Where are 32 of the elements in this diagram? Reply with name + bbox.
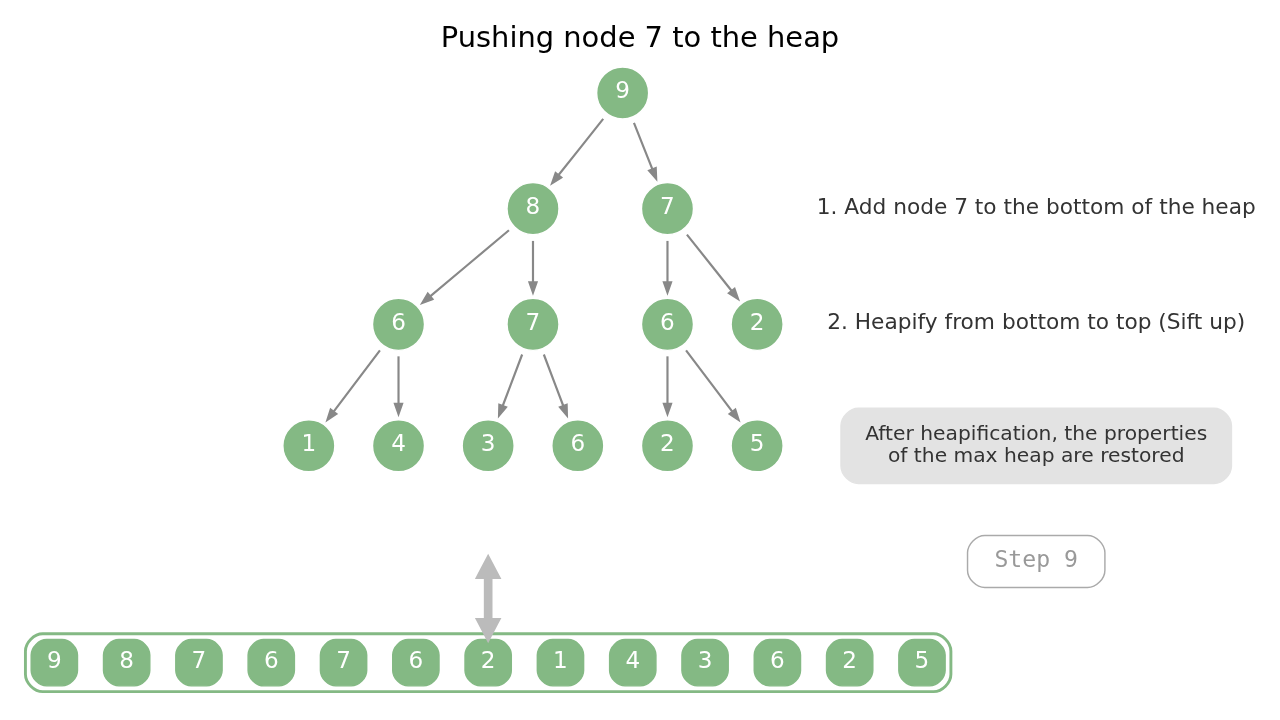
arrow bbox=[632, 122, 658, 182]
label: 1. Add node 7 to the bottom of the heap bbox=[816, 193, 1256, 219]
node-circle: 6 bbox=[371, 297, 426, 351]
arrow bbox=[325, 349, 381, 422]
node-circle: 5 bbox=[730, 418, 784, 473]
label: 2. Heapify from bottom to top (Sift up) bbox=[827, 308, 1246, 334]
arrow bbox=[662, 240, 673, 296]
node-circle: 2 bbox=[730, 297, 784, 351]
node-circle: 7 bbox=[640, 181, 695, 235]
arrow bbox=[497, 353, 524, 419]
arrow bbox=[550, 117, 605, 186]
cluster bbox=[24, 631, 953, 693]
arrow bbox=[393, 355, 404, 417]
arrow bbox=[685, 349, 741, 422]
node-circle: 7 bbox=[506, 297, 560, 351]
node-circle: 6 bbox=[551, 418, 605, 473]
arrow bbox=[527, 240, 539, 296]
arrow bbox=[686, 233, 741, 301]
arrow bbox=[542, 353, 569, 419]
diagram-title: Pushing node 7 to the heap bbox=[440, 19, 840, 54]
arrow bbox=[474, 553, 502, 643]
node-circle: 6 bbox=[640, 297, 695, 351]
arrow bbox=[662, 355, 673, 417]
node-circle: 1 bbox=[282, 418, 336, 473]
arrow bbox=[419, 228, 510, 305]
node-circle: 3 bbox=[461, 418, 515, 473]
node-box: After heapification, the properties of the max heap are restored bbox=[840, 407, 1233, 484]
node-circle: 8 bbox=[506, 181, 560, 235]
node-circle: 4 bbox=[371, 418, 426, 473]
node-box: Step 9 bbox=[966, 534, 1106, 588]
node-circle: 2 bbox=[640, 418, 695, 473]
node-circle: 9 bbox=[595, 65, 650, 120]
